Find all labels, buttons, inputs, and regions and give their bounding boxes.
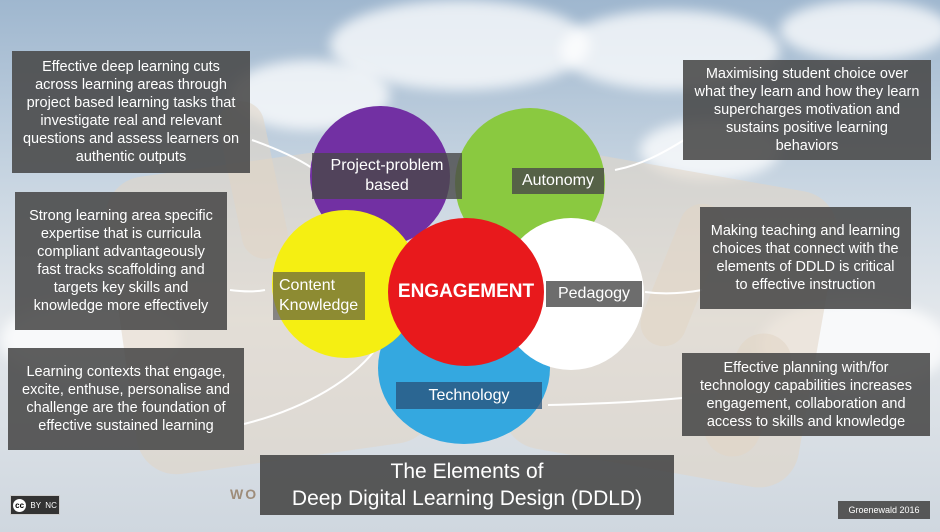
label-content: Content Knowledge [273,272,365,320]
cc-license-badge: cc BY NC [10,495,60,515]
title-line-2: Deep Digital Learning Design (DDLD) [291,487,643,510]
label-autonomy: Autonomy [512,168,604,194]
cloud [780,0,940,60]
circle-engagement [388,218,544,366]
connector-content [229,289,266,293]
title-line-1: The Elements of [390,460,544,483]
credit-text: Groenewald 2016 [838,501,930,519]
cc-icon: cc [13,498,27,512]
connector-autonomy [614,139,685,171]
connector-technology [547,397,683,406]
connector-pedagogy [644,289,703,295]
background-text: WO [230,486,259,502]
desc-engagement: Learning contexts that engage, excite, e… [8,348,244,450]
label-project: Project-problem based [312,153,462,199]
label-pedagogy: Pedagogy [546,281,642,307]
connector-project [251,139,313,169]
label-engagement: ENGAGEMENT [397,281,535,302]
desc-project: Effective deep learning cuts across lear… [12,51,250,173]
desc-technology: Effective planning with/for technology c… [682,353,930,436]
desc-content: Strong learning area specific expertise … [15,192,227,330]
by-icon: BY [30,500,42,510]
nc-icon: NC [45,500,57,510]
desc-autonomy: Maximising student choice over what they… [683,60,931,160]
desc-pedagogy: Making teaching and learning choices tha… [700,207,911,309]
diagram-title: The Elements of Deep Digital Learning De… [260,455,674,515]
label-technology: Technology [396,382,542,409]
